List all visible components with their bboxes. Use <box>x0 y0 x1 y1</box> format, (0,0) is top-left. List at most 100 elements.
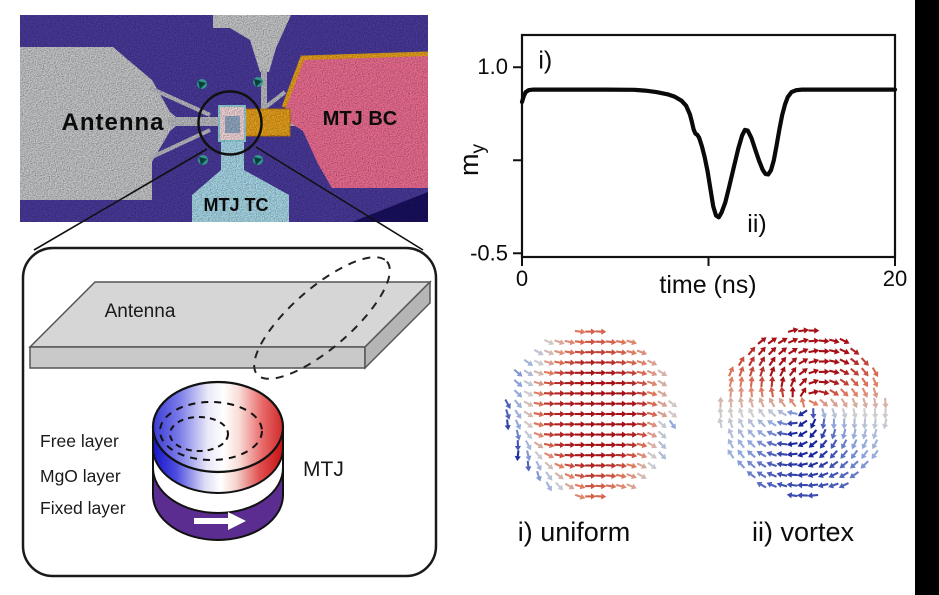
spin-arrow-icon <box>514 450 521 462</box>
spin-arrow-tail <box>759 421 767 428</box>
spin-arrow-icon <box>818 389 830 396</box>
spin-arrow-head <box>807 462 814 468</box>
spin-arrow-tail <box>747 349 754 356</box>
spin-arrow-head <box>632 400 638 407</box>
spin-arrow-icon <box>574 441 586 448</box>
spin-arrow-icon <box>727 428 734 439</box>
spin-arrow-tail <box>828 338 836 343</box>
spin-arrow-icon <box>647 359 658 366</box>
spin-arrow-icon <box>872 397 879 409</box>
spin-arrow-head <box>756 430 763 436</box>
marker-icon <box>254 79 262 87</box>
spin-arrow-tail <box>616 361 623 364</box>
spin-arrow-head <box>660 453 667 460</box>
spin-arrow-tail <box>564 350 572 354</box>
spin-arrow-icon <box>838 482 849 489</box>
spin-arrow-icon <box>850 377 859 387</box>
spin-arrow-head <box>560 400 566 407</box>
spin-arrow-icon <box>626 390 638 397</box>
spin-arrow-icon <box>616 410 627 418</box>
spin-arrow-head <box>871 453 878 460</box>
free-layer-top <box>151 380 285 474</box>
spin-arrow-head <box>768 386 775 393</box>
spin-arrow-tail <box>821 461 829 467</box>
spin-arrow-icon <box>839 348 850 355</box>
spin-arrow-tail <box>798 380 805 387</box>
spin-arrow-tail <box>850 387 857 395</box>
spin-arrow-head <box>824 337 830 345</box>
spin-arrow-head <box>621 441 627 449</box>
spin-arrow-tail <box>636 402 644 405</box>
spin-arrow-head <box>621 339 627 346</box>
spin-arrow-tail <box>808 339 815 343</box>
spin-arrow-tail <box>574 473 582 478</box>
spin-arrow-tail <box>657 430 664 437</box>
spin-arrow-tail <box>872 377 877 384</box>
spin-arrow-head <box>549 410 555 418</box>
spin-arrow-tail <box>523 358 531 365</box>
spin-arrow-icon <box>767 346 777 356</box>
spin-arrow-head <box>670 423 676 430</box>
spin-arrow-icon <box>515 429 522 441</box>
spin-arrow-head <box>756 461 763 467</box>
spin-arrow-icon <box>808 389 820 396</box>
spin-arrow-tail <box>657 440 664 447</box>
y-tick-label: -0.5 <box>470 240 508 265</box>
spin-arrow-tail <box>787 339 795 344</box>
spin-arrow-icon <box>786 461 798 468</box>
spin-arrow-head <box>776 461 782 468</box>
spin-arrow-tail <box>770 473 777 478</box>
spin-arrow-head <box>569 339 576 346</box>
spin-arrow-head <box>570 431 576 438</box>
spin-arrow-head <box>580 390 586 397</box>
spin-arrow-head <box>660 443 667 450</box>
spin-arrow-icon <box>830 418 837 430</box>
spin-arrow-tail <box>770 390 775 398</box>
spin-arrow-icon <box>808 440 818 448</box>
spin-arrow-icon <box>767 337 778 345</box>
spin-arrow-tail <box>781 390 785 398</box>
spin-arrow-head <box>843 338 850 345</box>
spin-arrow-tail <box>808 391 815 395</box>
spin-arrow-icon <box>808 337 820 344</box>
spin-arrow-tail <box>791 494 798 498</box>
spin-arrow-tail <box>791 431 798 435</box>
spin-arrow-icon <box>860 367 869 377</box>
spin-arrow-icon <box>626 339 637 346</box>
antenna-slab-front <box>29 346 366 369</box>
spin-arrow-tail <box>788 349 795 355</box>
spin-arrow-head <box>560 431 566 438</box>
spin-arrow-icon <box>574 328 586 335</box>
spin-arrow-tail <box>513 389 520 396</box>
spin-arrow-tail <box>757 339 764 345</box>
spin-arrow-tail <box>850 357 857 364</box>
spin-arrow-tail <box>768 359 774 367</box>
spin-arrow-tail <box>719 411 723 418</box>
spin-arrow-head <box>813 358 820 365</box>
spin-arrow-tail <box>821 450 828 456</box>
spin-arrow-tail <box>748 359 754 367</box>
spin-arrow-head <box>834 348 840 355</box>
spin-arrow-icon <box>737 439 745 449</box>
spin-arrow-icon <box>626 452 638 459</box>
spin-arrow-tail <box>523 379 531 385</box>
spin-arrow-icon <box>828 338 840 345</box>
spin-arrow-tail <box>626 371 633 375</box>
spin-arrow-head <box>591 421 596 428</box>
spin-arrow-head <box>853 370 860 376</box>
spin-arrow-tail <box>832 482 839 487</box>
magnifier-connectors <box>33 146 424 251</box>
spin-arrow-tail <box>832 449 838 457</box>
spin-arrow-tail <box>739 421 745 429</box>
spin-arrow-icon <box>543 421 555 428</box>
spin-arrow-tail <box>873 449 879 457</box>
plot-annotation: i) <box>538 46 552 74</box>
spin-arrow-head <box>580 421 586 428</box>
spin-arrow-tail <box>626 453 633 457</box>
spin-arrow-icon <box>738 366 745 377</box>
spin-arrow-tail <box>873 428 878 436</box>
spin-arrow-icon <box>797 461 808 468</box>
spin-arrow-head <box>580 338 586 346</box>
spin-arrow-tail <box>646 390 654 395</box>
spin-arrow-head <box>559 441 566 449</box>
